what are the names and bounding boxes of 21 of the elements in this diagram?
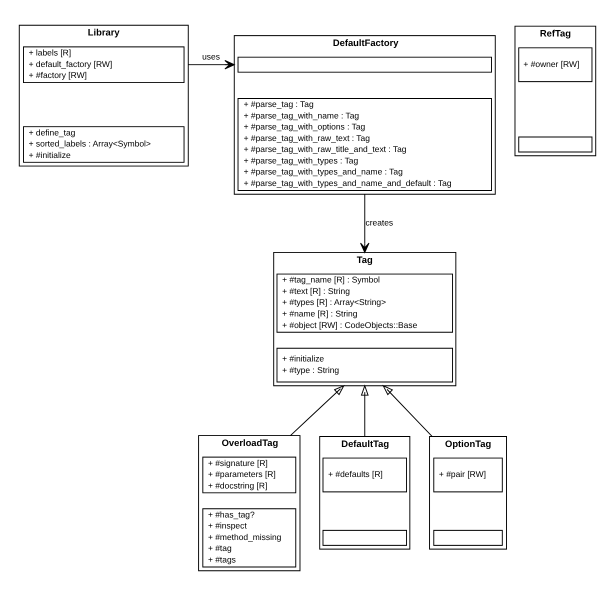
arrow (382, 384, 433, 436)
node-box (322, 529, 408, 546)
node-box: + define_tag + sorted_labels : Array<Symbol> + #initialize (23, 126, 184, 162)
arrow (290, 384, 345, 436)
node-box: + #tag_name [R] : Symbol + #text [R] : String + #types [R] : Array<String> + #name [R] : String + #object [RW] : CodeObjects::Base (276, 273, 454, 332)
edge-label: creates (365, 216, 394, 227)
arrow (360, 193, 370, 252)
arrow (188, 60, 235, 69)
node-box: + #owner [RW] (518, 46, 592, 82)
node-box (518, 136, 592, 152)
node-box: + #signature [R] + #parameters [R] + #docstring [R] (202, 456, 296, 493)
node-box (238, 56, 492, 72)
node-box: + labels [R] + default_factory [RW] + #factory [RW] (23, 46, 184, 82)
node-box: + #parse_tag : Tag + #parse_tag_with_name : Tag + #parse_tag_with_options : Tag + #parse_tag_with_raw_text : Tag + #parse_tag_with_raw_title_and_text : Tag + #parse_tag_with_types : Tag + #parse_tag_with_types_and_name : Tag + #parse_tag_with_types_and_name_and_default : Tag (238, 98, 492, 190)
arrow (360, 384, 369, 436)
node-box (433, 529, 503, 546)
node-box: + #has_tag? + #inspect + #method_missing + #tag + #tags (202, 508, 296, 567)
edge-label: uses (202, 50, 220, 61)
node-box: + #pair [RW] (433, 457, 503, 492)
node-box: + #initialize + #type : String (276, 347, 454, 382)
node-box: + #defaults [R] (322, 457, 408, 492)
